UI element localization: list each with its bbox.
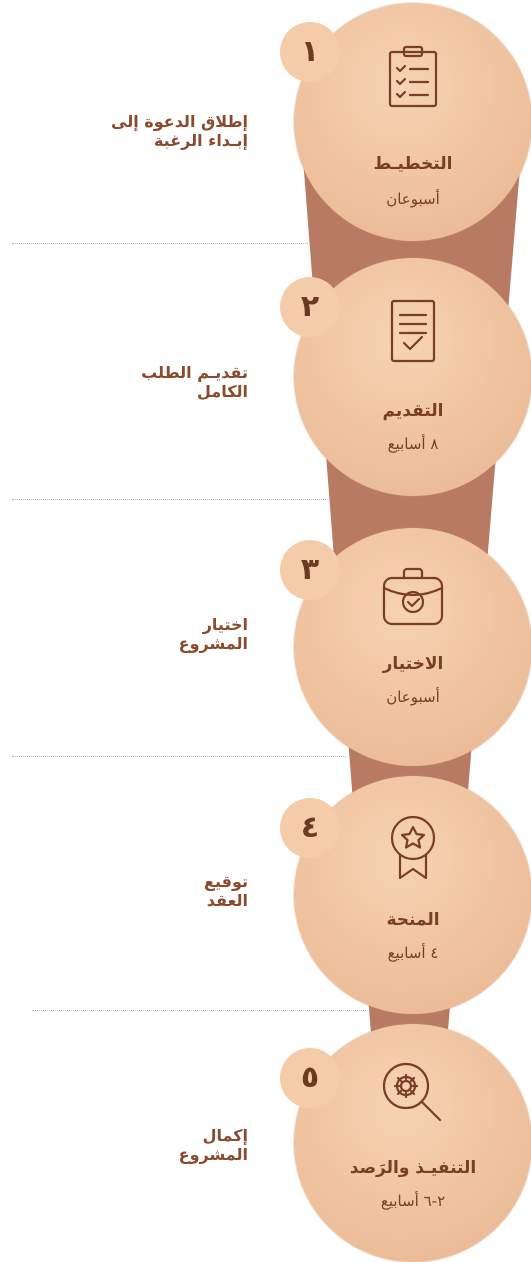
step-divider — [32, 1010, 366, 1011]
step-number-badge: ٢ — [280, 277, 340, 337]
step-action-label: إكمال المشروع — [178, 1126, 248, 1164]
timeline-step-5: ٥ التنفيـذ والرَصد ٢-٦ أسابيع إكمال المش… — [0, 1020, 531, 1262]
award-ribbon-icon — [378, 812, 448, 882]
phase-duration: أسبوعان — [386, 190, 440, 208]
step-number-badge: ٣ — [280, 540, 340, 600]
document-check-icon — [378, 295, 448, 365]
step-action-label: اختيار المشروع — [178, 615, 248, 653]
step-number-badge: ٥ — [280, 1048, 340, 1108]
briefcase-check-icon — [378, 560, 448, 630]
timeline-step-2: ٢ التقديم ٨ أسابيع تقديـم الطلب الكامل — [0, 255, 531, 496]
step-divider — [12, 499, 326, 500]
phase-title: الاختيار — [382, 654, 444, 674]
phase-duration: ٤ أسابيع — [387, 944, 439, 962]
step-action-label: تقديـم الطلب الكامل — [141, 363, 248, 401]
step-action-label: إطلاق الدعوة إلى إبـداء الرغبة — [111, 112, 248, 150]
phase-duration: ٢-٦ أسابيع — [380, 1192, 446, 1210]
clipboard-checklist-icon — [378, 42, 448, 112]
phase-title: التقديم — [382, 401, 444, 421]
step-number-badge: ٤ — [280, 798, 340, 858]
step-divider — [12, 243, 308, 244]
phase-title: التنفيـذ والرَصد — [349, 1158, 477, 1178]
timeline-step-3: ٣ الاختيار أسبوعان اختيار المشروع — [0, 528, 531, 766]
timeline-step-4: ٤ المنحة ٤ أسابيع توقيع العقد — [0, 776, 531, 1014]
step-divider — [12, 756, 346, 757]
phase-title: المنحة — [386, 910, 440, 930]
step-number-badge: ١ — [280, 22, 340, 82]
timeline-step-1: ١ التخطيـط أسبوعان إطلاق الدعوة إلى إبـد… — [0, 0, 531, 241]
phase-duration: ٨ أسابيع — [387, 435, 439, 453]
phase-title: التخطيـط — [373, 154, 453, 174]
phase-duration: أسبوعان — [386, 688, 440, 706]
step-action-label: توقيع العقد — [204, 872, 248, 910]
magnifier-gear-icon — [378, 1058, 448, 1128]
